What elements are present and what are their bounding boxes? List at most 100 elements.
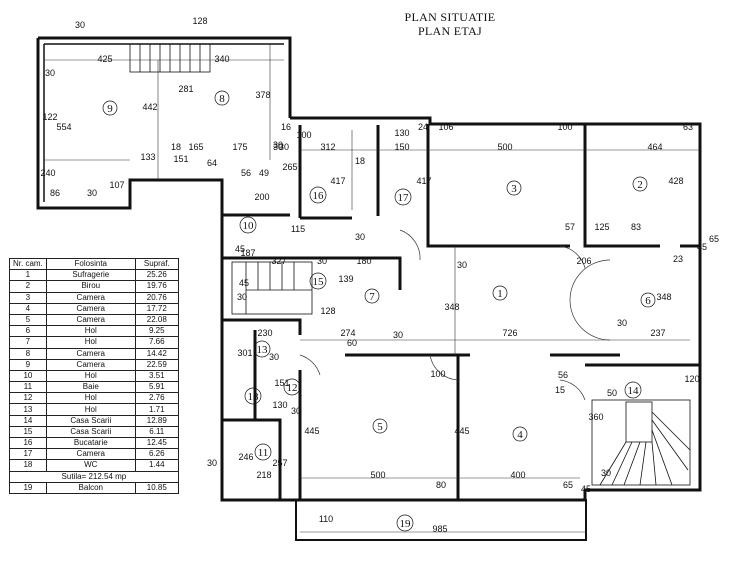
svg-text:9: 9	[107, 103, 113, 115]
dimension-label: 56	[558, 370, 568, 380]
dimension-label: 187	[240, 248, 255, 258]
table-cell: 6.26	[134, 448, 179, 461]
room-number-12: 12	[283, 378, 301, 396]
table-cell: 9	[9, 358, 47, 371]
dimension-label: 274	[340, 328, 355, 338]
dimension-label: 30	[273, 142, 283, 152]
table-cell: 22.59	[134, 358, 179, 371]
dimension-label: 122	[42, 112, 57, 122]
table-header-row: Nr. cam. Folosinta Supraf.	[9, 257, 179, 271]
table-cell: 20.76	[134, 291, 179, 304]
dimension-label: 340	[214, 54, 229, 64]
table-cell: 1.71	[134, 403, 179, 416]
dimension-label: 301	[237, 348, 252, 358]
dimension-label: 45	[581, 484, 591, 494]
svg-text:4: 4	[517, 429, 523, 441]
svg-text:5: 5	[377, 421, 383, 433]
dimension-label: 50	[607, 388, 617, 398]
table-cell: Hol	[45, 403, 136, 416]
dimension-label: 60	[347, 338, 357, 348]
table-cell: 14.42	[134, 347, 179, 360]
dimension-label: 206	[576, 256, 591, 266]
dimension-label: 378	[255, 90, 270, 100]
table-header-cell: Supraf.	[134, 257, 179, 271]
table-header-cell: Folosinta	[45, 257, 136, 271]
dimension-label: 57	[565, 222, 575, 232]
table-cell: 2	[9, 280, 47, 293]
table-cell: 12	[9, 392, 47, 405]
room-number-16: 16	[309, 186, 327, 204]
dimension-label: 257	[272, 458, 287, 468]
stairs-hall-15	[231, 261, 313, 315]
dimension-label: 120	[684, 374, 699, 384]
room-number-13: 13	[253, 340, 271, 358]
table-cell: Hol	[45, 336, 136, 349]
dimension-label: 106	[438, 122, 453, 132]
room-number-17: 17	[394, 188, 412, 206]
room-number-10: 10	[239, 216, 257, 234]
room-number-1: 1	[492, 285, 508, 301]
room-number-19: 19	[396, 514, 414, 532]
svg-text:16: 16	[313, 190, 325, 202]
table-cell: 7	[9, 336, 47, 349]
table-cell: Hol	[45, 392, 136, 405]
dimension-label: 30	[617, 318, 627, 328]
dimension-label: 128	[192, 16, 207, 26]
dimension-label: 83	[631, 222, 641, 232]
dimension-label: 30	[207, 458, 217, 468]
table-cell: 11	[9, 381, 47, 394]
dimension-label: 16	[281, 122, 291, 132]
table-cell: Baie	[45, 381, 136, 394]
table-cell: 3.51	[134, 369, 179, 383]
room-number-8: 8	[214, 90, 230, 106]
dimension-label: 100	[557, 122, 572, 132]
dimension-label: 18	[355, 156, 365, 166]
table-cell: Camera	[45, 347, 136, 360]
room-number-6: 6	[640, 292, 656, 308]
dimension-label: 281	[178, 84, 193, 94]
dimension-label: 151	[274, 378, 289, 388]
svg-text:19: 19	[400, 518, 412, 530]
dimension-label: 45	[239, 278, 249, 288]
room-number-15: 15	[309, 272, 327, 290]
dimension-label: 425	[97, 54, 112, 64]
door-swings	[299, 229, 611, 401]
svg-text:13: 13	[257, 344, 269, 356]
table-cell: 22.08	[134, 313, 179, 327]
table-cell: 6	[9, 325, 47, 338]
dimension-label: 23	[673, 254, 683, 264]
dimension-label: 985	[432, 524, 447, 534]
dimension-label: 65	[709, 234, 719, 244]
dimension-label: 500	[370, 470, 385, 480]
svg-text:17: 17	[398, 192, 410, 204]
room-number-4: 4	[512, 426, 528, 442]
room-numbers: 1 2 3 4 5 6 7 8 9 10 11 12 13 14 15 16 1…	[102, 90, 656, 532]
walls	[36, 36, 702, 502]
dimension-label: 18	[171, 142, 181, 152]
stairs-north	[129, 43, 211, 73]
dimension-label: 150	[394, 142, 409, 152]
table-cell: Hol	[45, 325, 136, 338]
svg-text:1: 1	[497, 288, 503, 300]
dimension-label: 30	[45, 68, 55, 78]
dimension-label: 30	[291, 406, 301, 416]
dimension-label: 107	[109, 180, 124, 190]
table-cell: 15	[9, 425, 47, 439]
dimension-label: 110	[319, 514, 333, 524]
dimension-label: 130	[394, 128, 409, 138]
table-cell: Camera	[45, 448, 136, 461]
table-cell: 14	[9, 414, 47, 427]
dimension-label: 65	[563, 480, 573, 490]
dimension-label: 133	[140, 152, 155, 162]
dimension-label: 125	[594, 222, 609, 232]
dimension-label: 445	[304, 426, 319, 436]
